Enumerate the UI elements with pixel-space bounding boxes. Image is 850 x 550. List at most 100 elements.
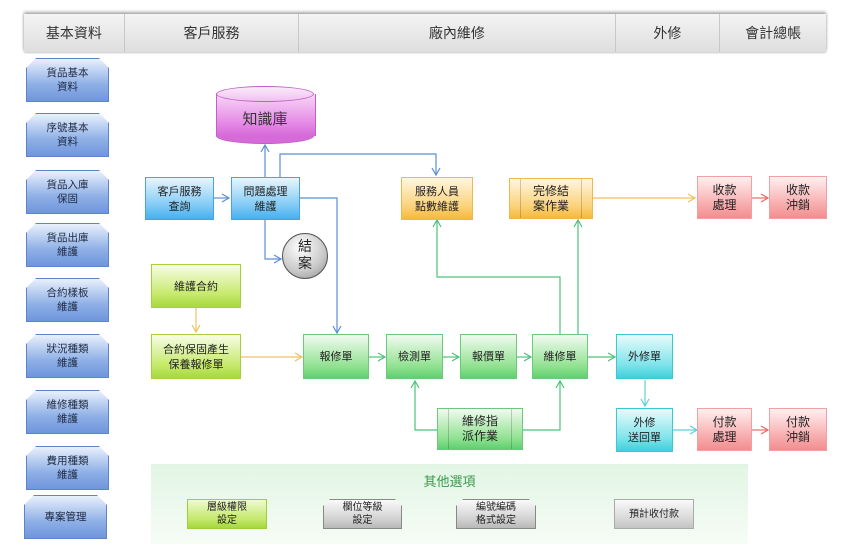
- node-label: 案: [298, 256, 312, 272]
- option-label: 編號編碼: [476, 502, 516, 513]
- other-options-title: 其他選項: [423, 475, 476, 490]
- external-repair-node[interactable]: 外修單: [616, 334, 673, 379]
- close-case-node[interactable]: 結案: [282, 233, 328, 279]
- other-options-panel: 其他選項 層級權限設定 欄位等級設定 編號編碼格式設定 預計收付款: [151, 464, 748, 544]
- option-label: 設定: [352, 515, 373, 526]
- payment-writeoff-node[interactable]: 付款沖銷: [769, 408, 827, 451]
- node-label: 報價單: [472, 350, 505, 363]
- sidebar-item-stock-out[interactable]: 貨品出庫維護: [26, 223, 109, 267]
- sidebar-item-label: 維修種類: [46, 399, 89, 411]
- sidebar-item-label: 維護: [57, 357, 78, 369]
- node-label: 服務人員: [415, 184, 459, 198]
- option-label: 預計收付款: [629, 508, 679, 520]
- inspection-node[interactable]: 檢測單: [386, 334, 443, 379]
- node-label: 外修: [633, 416, 656, 429]
- node-label: 送回單: [628, 431, 661, 444]
- option-label: 設定: [217, 515, 237, 526]
- sidebar-item-fee-types[interactable]: 費用種類維護: [26, 446, 109, 490]
- issue-handling-node[interactable]: 問題處理維護: [231, 177, 300, 220]
- node-label: 報修單: [319, 350, 353, 363]
- node-label: 付款: [785, 414, 810, 429]
- node-label: 案作業: [532, 198, 569, 213]
- node-label: 完修結: [532, 183, 569, 198]
- connector-dispatch-to-inspection: [410, 379, 437, 431]
- knowledge-base-node[interactable]: 知識庫: [216, 86, 316, 144]
- field-level-button[interactable]: 欄位等級設定: [323, 499, 402, 529]
- repair-order-node[interactable]: 維修單: [532, 334, 588, 379]
- node-label: 維修單: [543, 350, 577, 363]
- sidebar-item-label: 貨品入庫: [46, 179, 89, 191]
- customer-query-node[interactable]: 客戶服務查詢: [145, 177, 214, 220]
- sidebar-item-label: 費用種類: [46, 455, 89, 467]
- contract-warranty-node[interactable]: 合約保固產生保養報修單: [151, 334, 241, 379]
- node-label: 外修單: [628, 350, 661, 363]
- node-label: 維護: [254, 199, 277, 213]
- numbering-format-button[interactable]: 編號編碼格式設定: [456, 499, 536, 529]
- tab-basic-data[interactable]: 基本資料: [24, 14, 125, 52]
- sidebar-item-label: 狀況種類: [46, 343, 89, 355]
- node-label: 點數維護: [415, 199, 459, 213]
- repair-report-node[interactable]: 報修單: [303, 334, 369, 379]
- node-label: 查詢: [168, 199, 191, 213]
- node-label: 沖銷: [785, 429, 810, 444]
- tab-customer-service[interactable]: 客戶服務: [125, 14, 300, 52]
- top-nav-bar: 基本資料 客戶服務 廠內維修 外修 會計總帳: [24, 14, 826, 52]
- tab-general-ledger[interactable]: 會計總帳: [745, 26, 802, 42]
- sidebar-item-label: 貨品基本: [46, 67, 89, 79]
- option-label: 格式設定: [476, 515, 516, 526]
- node-label: 處理: [712, 197, 737, 212]
- connector-issue-to-staff: [279, 153, 441, 177]
- sidebar-item-contract-template[interactable]: 合約樣板維護: [26, 278, 109, 322]
- sidebar-item-repair-types[interactable]: 維修種類維護: [26, 390, 109, 434]
- cylinder-top: [216, 86, 314, 102]
- node-label: 合約保固產生: [163, 342, 229, 356]
- node-label: 收款: [785, 182, 810, 197]
- option-label: 層級權限: [207, 502, 247, 513]
- sidebar-item-label: 貨品出庫: [46, 232, 89, 244]
- maintenance-contract-node[interactable]: 維護合約: [151, 264, 241, 308]
- node-label: 派作業: [461, 429, 498, 443]
- sidebar-item-label: 專案管理: [44, 511, 87, 523]
- connector-dispatch-to-repair: [523, 379, 565, 431]
- sidebar-item-label: 合約樣板: [46, 287, 89, 299]
- node-label: 付款: [712, 414, 737, 429]
- permission-level-button[interactable]: 層級權限設定: [187, 499, 267, 529]
- tab-in-house-repair[interactable]: 廠內維修: [299, 14, 616, 52]
- node-label: 保養報修單: [168, 357, 224, 371]
- sidebar-item-label: 維護: [57, 469, 78, 481]
- node-label: 維修指: [461, 414, 498, 428]
- node-label: 沖銷: [785, 197, 810, 212]
- sidebar-item-label: 序號基本: [46, 122, 89, 134]
- sidebar-item-product-master[interactable]: 貨品基本資料: [26, 58, 109, 102]
- external-return-node[interactable]: 外修送回單: [616, 408, 673, 452]
- payment-processing-node[interactable]: 付款處理: [697, 408, 752, 451]
- sidebar-item-label: 維護: [57, 301, 78, 313]
- node-label: 檢測單: [398, 350, 431, 363]
- node-label: 處理: [712, 429, 737, 444]
- sidebar-item-label: 維護: [57, 413, 78, 425]
- sidebar-item-label: 資料: [57, 136, 78, 148]
- repair-closing-node[interactable]: 完修結案作業: [509, 178, 593, 219]
- receipt-writeoff-node[interactable]: 收款沖銷: [769, 176, 827, 219]
- staff-points-node[interactable]: 服務人員點數維護: [401, 177, 473, 220]
- node-label: 問題處理: [243, 184, 288, 198]
- sidebar-item-project-management[interactable]: 專案管理: [24, 495, 107, 539]
- sidebar-item-serial-master[interactable]: 序號基本資料: [26, 113, 109, 157]
- sidebar-item-status-types[interactable]: 狀況種類維護: [26, 334, 109, 378]
- sidebar-item-stock-in-warranty[interactable]: 貨品入庫保固: [26, 170, 109, 214]
- tab-external-repair[interactable]: 外修: [616, 14, 721, 52]
- quotation-node[interactable]: 報價單: [460, 334, 517, 379]
- expected-receipts-payments-button[interactable]: 預計收付款: [614, 499, 694, 529]
- node-label: 客戶服務: [157, 184, 202, 198]
- sidebar-item-label: 保固: [57, 193, 78, 205]
- sidebar-item-label: 資料: [57, 81, 78, 93]
- node-label: 維護合約: [174, 279, 218, 293]
- receipt-processing-node[interactable]: 收款處理: [697, 176, 752, 219]
- option-label: 欄位等級: [342, 502, 383, 513]
- connector-repair-to-staff: [432, 218, 561, 334]
- node-label: 結: [298, 239, 312, 255]
- sidebar-item-label: 維護: [57, 246, 78, 258]
- knowledge-base-label: 知識庫: [242, 109, 288, 128]
- repair-dispatch-node[interactable]: 維修指派作業: [437, 408, 523, 450]
- connector-issue-to-close: [264, 220, 283, 264]
